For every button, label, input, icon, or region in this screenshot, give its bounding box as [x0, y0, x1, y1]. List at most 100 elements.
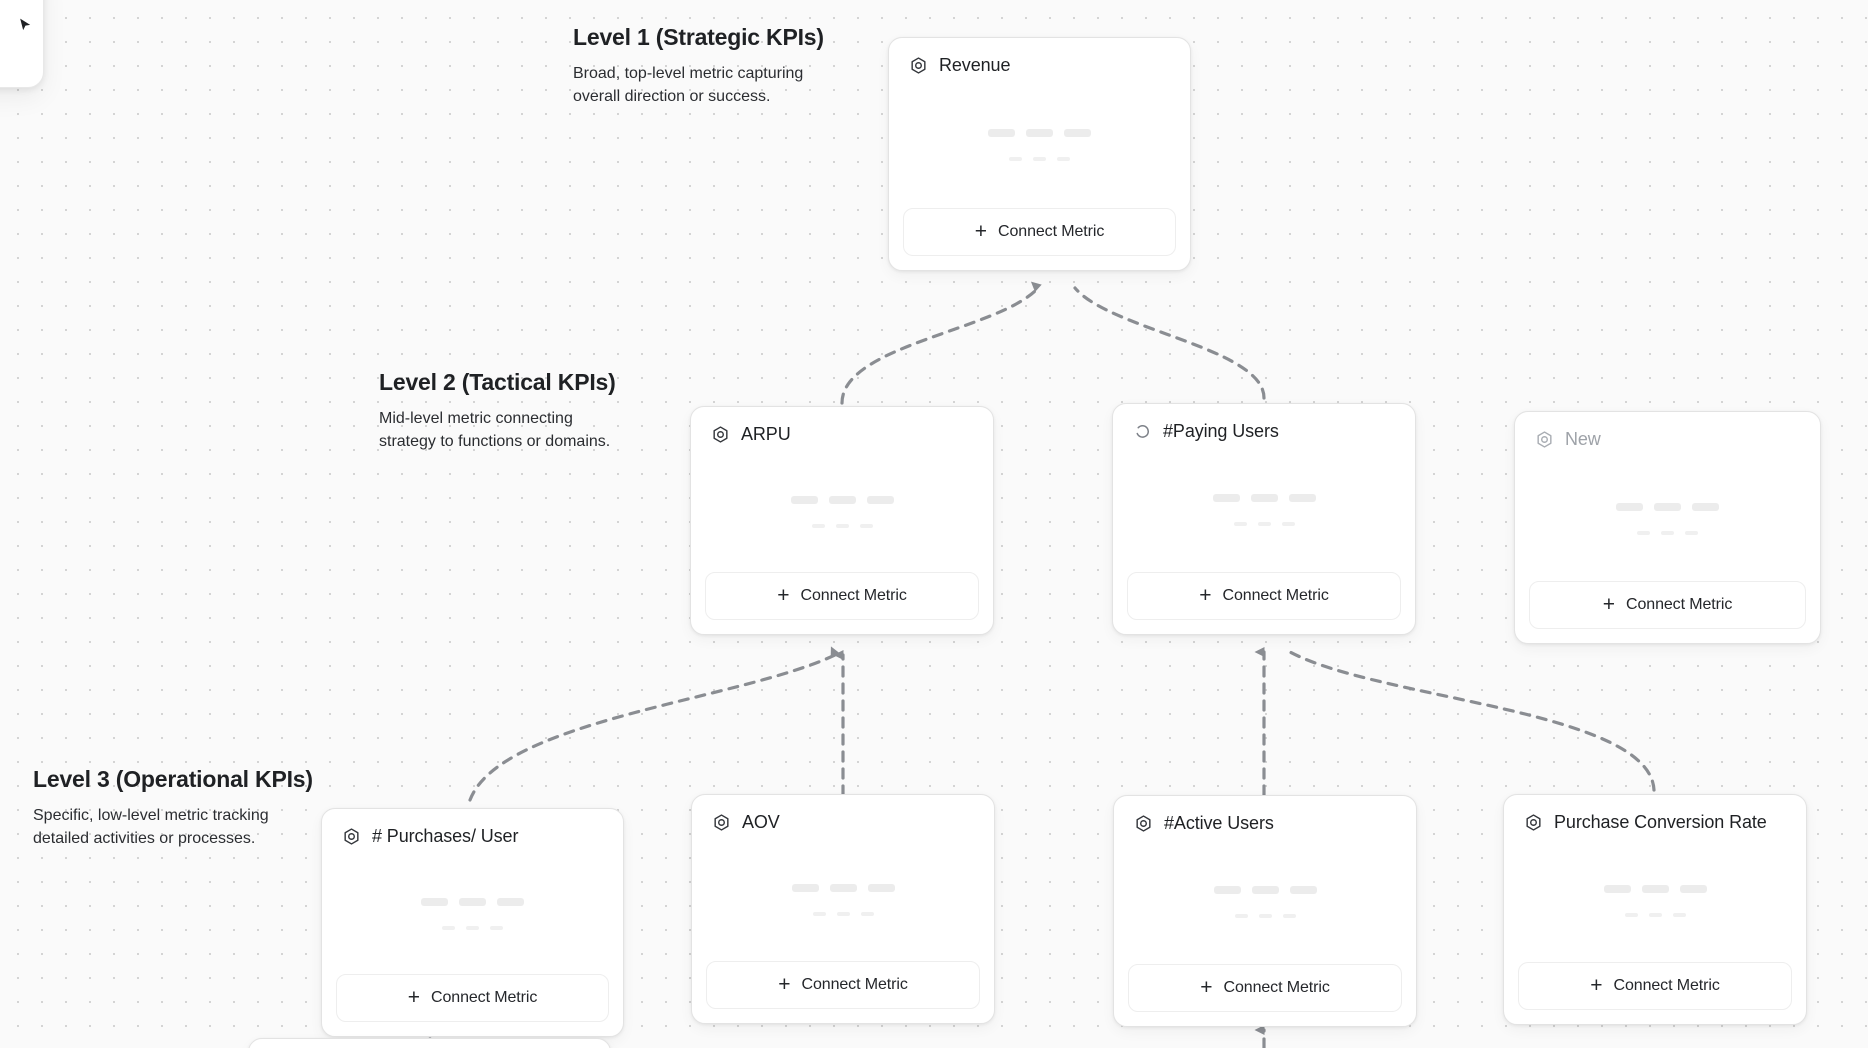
card-header: AOV	[692, 795, 994, 833]
connect-metric-button[interactable]: + Connect Metric	[1127, 572, 1401, 620]
skeleton-bar	[1679, 884, 1707, 893]
metric-card-partial-bottom[interactable]	[248, 1038, 611, 1048]
card-header: Purchase Conversion Rate	[1504, 795, 1806, 833]
skeleton-bar	[1288, 494, 1316, 502]
connect-metric-button[interactable]: + Connect Metric	[1518, 962, 1792, 1010]
skeleton-bar	[1033, 157, 1046, 161]
skeleton-bar	[1250, 494, 1278, 502]
card-skeleton-body	[322, 847, 623, 974]
skeleton-bar	[1637, 530, 1650, 535]
skeleton-bar	[1603, 884, 1631, 893]
connect-metric-label: Connect Metric	[431, 989, 538, 1006]
card-title: AOV	[742, 812, 780, 832]
skeleton-bar	[866, 495, 894, 504]
skeleton-bar	[1654, 502, 1681, 511]
metric-card-arpu[interactable]: ARPU + Connect Metric	[690, 406, 994, 635]
skeleton-bar	[860, 912, 874, 916]
skeleton-bar	[1233, 522, 1247, 526]
loading-spinner-icon	[1133, 422, 1152, 441]
connect-metric-button[interactable]: + Connect Metric	[705, 572, 979, 620]
metric-card-active-users[interactable]: #Active Users + Connect Metric	[1113, 795, 1417, 1027]
skeleton-bar	[1685, 530, 1698, 535]
skeleton-bar	[466, 925, 479, 930]
skeleton-bar	[812, 912, 826, 916]
level-2-description: Mid-level metric connecting strategy to …	[379, 410, 611, 451]
skeleton-bar	[1212, 494, 1240, 502]
skeleton-bar	[1026, 129, 1053, 137]
level-3-title: Level 3 (Operational KPIs)	[33, 766, 313, 792]
skeleton-row-small	[1009, 157, 1070, 161]
level-3-label: Level 3 (Operational KPIs) Specific, low…	[33, 766, 313, 850]
skeleton-row-large	[791, 884, 895, 892]
skeleton-bar	[1234, 914, 1248, 918]
skeleton-bar	[1251, 886, 1279, 894]
connect-metric-label: Connect Metric	[1613, 977, 1720, 994]
card-skeleton-body	[1114, 834, 1416, 964]
edge-conversion-to-paying-users	[1288, 650, 1656, 792]
skeleton-row-small	[442, 925, 503, 930]
connect-metric-button[interactable]: + Connect Metric	[1128, 964, 1402, 1012]
hexagon-metric-icon	[1134, 814, 1153, 833]
card-header: New	[1515, 412, 1820, 450]
connect-metric-label: Connect Metric	[1626, 596, 1733, 613]
skeleton-bar	[442, 925, 455, 930]
skeleton-bar	[1641, 884, 1669, 893]
skeleton-row-large	[1212, 494, 1316, 502]
metric-card-new[interactable]: New + Connect Metric	[1514, 411, 1821, 644]
skeleton-bar	[1281, 522, 1295, 526]
skeleton-row-large	[988, 129, 1091, 137]
skeleton-bar	[829, 884, 857, 892]
skeleton-bar	[988, 129, 1015, 137]
skeleton-bar	[836, 912, 850, 916]
plus-icon: +	[1199, 583, 1212, 607]
skeleton-bar	[1282, 914, 1296, 918]
metric-card-aov[interactable]: AOV + Connect Metric	[691, 794, 995, 1024]
metric-card-paying-users[interactable]: #Paying Users + Connect Metric	[1112, 403, 1416, 635]
metric-card-purchase-conversion-rate[interactable]: Purchase Conversion Rate + Connect Metri…	[1503, 794, 1807, 1025]
edge-purchases-to-arpu	[468, 646, 840, 802]
connect-metric-button[interactable]: + Connect Metric	[1529, 581, 1806, 629]
plus-icon: +	[407, 985, 421, 1009]
plus-icon: +	[1590, 973, 1603, 997]
hexagon-metric-icon	[1535, 430, 1554, 449]
plus-icon: +	[1602, 592, 1616, 616]
skeleton-bar	[490, 925, 503, 930]
skeleton-bar	[1057, 157, 1070, 161]
metric-card-revenue[interactable]: Revenue + Connect Metric	[888, 37, 1191, 271]
connect-metric-button[interactable]: + Connect Metric	[336, 974, 609, 1022]
card-skeleton-body	[691, 445, 993, 572]
connect-metric-button[interactable]: + Connect Metric	[903, 208, 1176, 256]
card-title: Revenue	[939, 55, 1011, 75]
card-header: #Active Users	[1114, 796, 1416, 834]
skeleton-bar	[859, 523, 873, 528]
card-title: ARPU	[741, 424, 791, 444]
skeleton-bar	[1289, 886, 1317, 894]
skeleton-bar	[1213, 886, 1241, 894]
skeleton-row-large	[1616, 502, 1719, 511]
card-title: Purchase Conversion Rate	[1554, 812, 1767, 832]
metric-card-purchases-per-user[interactable]: # Purchases/ User + Connect Metric	[321, 808, 624, 1037]
skeleton-bar	[1257, 522, 1271, 526]
connect-metric-label: Connect Metric	[998, 223, 1105, 240]
skeleton-bar	[835, 523, 849, 528]
card-skeleton-body	[1504, 833, 1806, 962]
plus-icon: +	[778, 972, 791, 996]
connect-metric-label: Connect Metric	[801, 976, 908, 993]
skeleton-bar	[1648, 912, 1662, 917]
card-header: #Paying Users	[1113, 404, 1415, 442]
skeleton-bar	[1624, 912, 1638, 917]
skeleton-bar	[791, 884, 819, 892]
connect-metric-button[interactable]: + Connect Metric	[706, 961, 980, 1009]
plus-icon: +	[777, 583, 790, 607]
floating-cursor-panel[interactable]	[0, 0, 44, 88]
skeleton-row-large	[790, 495, 894, 504]
skeleton-bar	[1616, 502, 1643, 511]
skeleton-row-small	[1234, 914, 1296, 918]
edge-paying-users-to-revenue	[1073, 286, 1266, 400]
skeleton-row-large	[421, 897, 524, 906]
card-title: # Purchases/ User	[372, 826, 519, 846]
skeleton-row-small	[1233, 522, 1295, 526]
plus-icon: +	[974, 219, 988, 243]
skeleton-bar	[1692, 502, 1719, 511]
